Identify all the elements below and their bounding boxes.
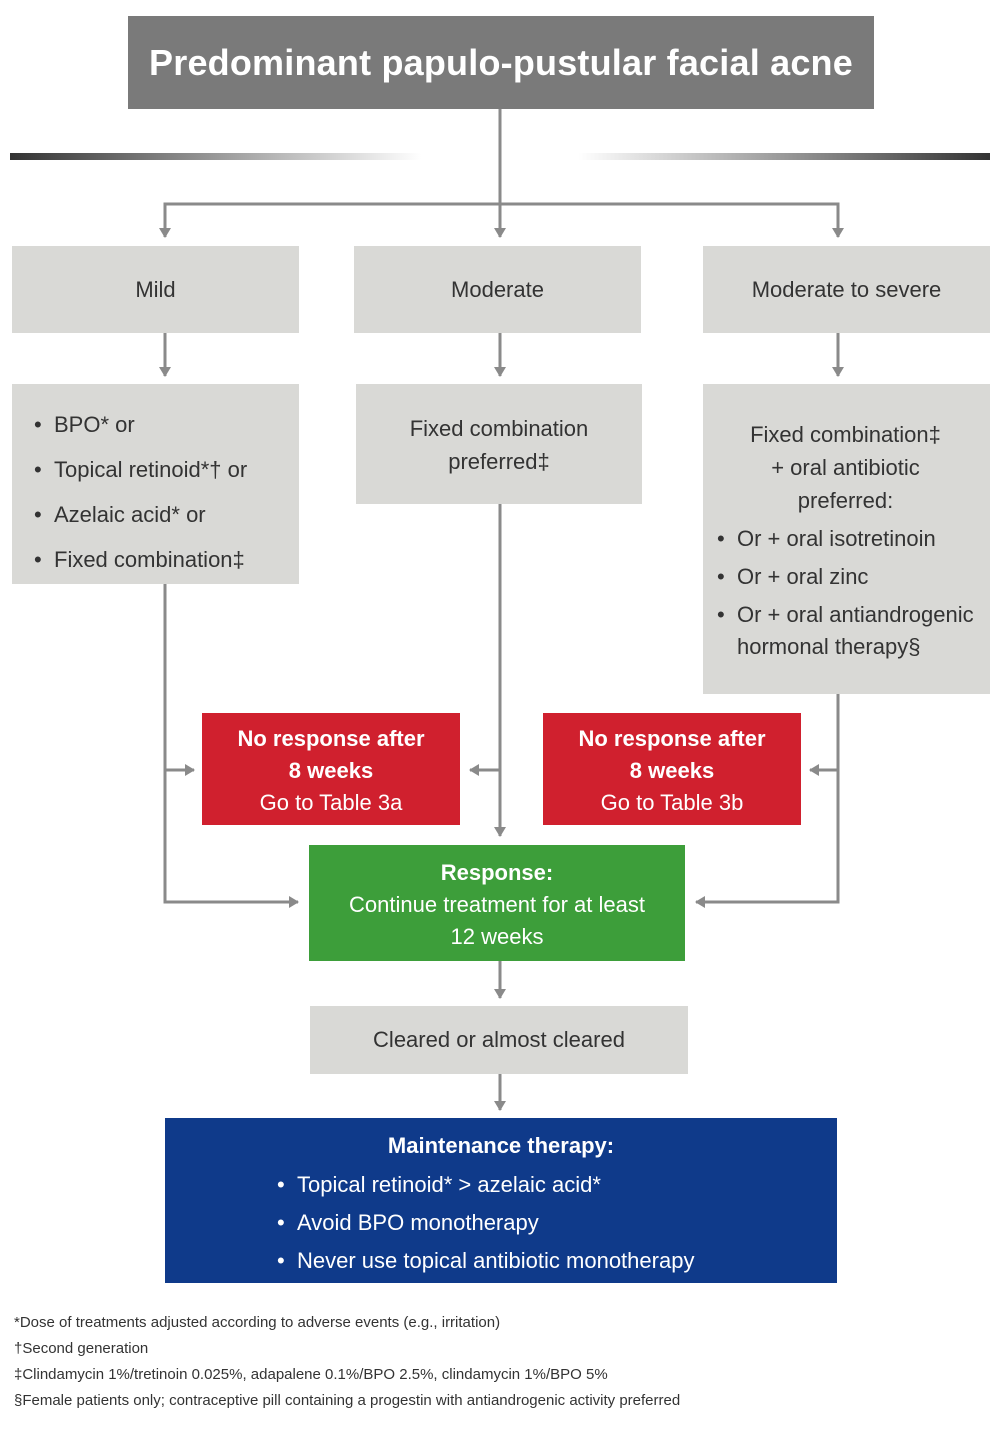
- no-response-table-3b: No response after 8 weeks Go to Table 3b: [543, 713, 801, 825]
- maintenance-item: Never use topical antibiotic monotherapy: [277, 1242, 837, 1280]
- maintenance-box: Maintenance therapy: Topical retinoid* >…: [165, 1118, 837, 1283]
- mild-treatment-item: Topical retinoid*† or: [34, 447, 289, 492]
- no-response-a-line1: No response after: [237, 726, 425, 751]
- severe-option-item: Or + oral antiandrogenic hormonal therap…: [717, 599, 982, 663]
- footnotes: *Dose of treatments adjusted according t…: [14, 1310, 974, 1414]
- severity-mild: Mild: [12, 246, 299, 333]
- severe-intro-line: + oral antibiotic: [771, 455, 920, 480]
- maintenance-item: Avoid BPO monotherapy: [277, 1204, 837, 1242]
- severe-treatment-box: Fixed combination‡ + oral antibiotic pre…: [703, 384, 990, 694]
- cleared-box: Cleared or almost cleared: [310, 1006, 688, 1074]
- maintenance-head: Maintenance therapy:: [387, 1133, 615, 1158]
- no-response-b-line1: No response after: [578, 726, 766, 751]
- severe-option-item: Or + oral zinc: [717, 561, 982, 593]
- mild-treatment-box: BPO* or Topical retinoid*† or Azelaic ac…: [12, 384, 299, 584]
- moderate-treatment-box: Fixed combination preferred‡: [356, 384, 642, 504]
- flowchart-title: Predominant papulo-pustular facial acne: [128, 16, 874, 109]
- response-line3: 12 weeks: [450, 924, 544, 949]
- no-response-table-3a: No response after 8 weeks Go to Table 3a: [202, 713, 460, 825]
- footnote: §Female patients only; contraceptive pil…: [14, 1392, 681, 1409]
- severe-intro-line: preferred:: [797, 488, 894, 513]
- severity-moderate-to-severe: Moderate to severe: [703, 246, 990, 333]
- severe-intro-line: Fixed combination‡: [750, 422, 941, 447]
- mild-treatment-item: BPO* or: [34, 402, 289, 447]
- no-response-a-line3: Go to Table 3a: [259, 790, 403, 815]
- maintenance-item: Topical retinoid* > azelaic acid*: [277, 1166, 837, 1204]
- severity-moderate: Moderate: [354, 246, 641, 333]
- footnote: *Dose of treatments adjusted according t…: [14, 1314, 501, 1331]
- footnote: ‡Clindamycin 1%/tretinoin 0.025%, adapal…: [14, 1366, 608, 1383]
- moderate-treatment-line: Fixed combination: [409, 416, 589, 441]
- no-response-b-line2: 8 weeks: [629, 758, 715, 783]
- mild-treatment-item: Fixed combination‡: [34, 537, 289, 582]
- moderate-treatment-line: preferred‡: [448, 449, 550, 474]
- footnote: †Second generation: [14, 1340, 149, 1357]
- mild-treatment-item: Azelaic acid* or: [34, 492, 289, 537]
- no-response-b-line3: Go to Table 3b: [600, 790, 744, 815]
- response-line2: Continue treatment for at least: [349, 892, 645, 917]
- no-response-a-line2: 8 weeks: [288, 758, 374, 783]
- severe-option-item: Or + oral isotretinoin: [717, 523, 982, 555]
- response-box: Response: Continue treatment for at leas…: [309, 845, 685, 961]
- response-head: Response:: [440, 860, 554, 885]
